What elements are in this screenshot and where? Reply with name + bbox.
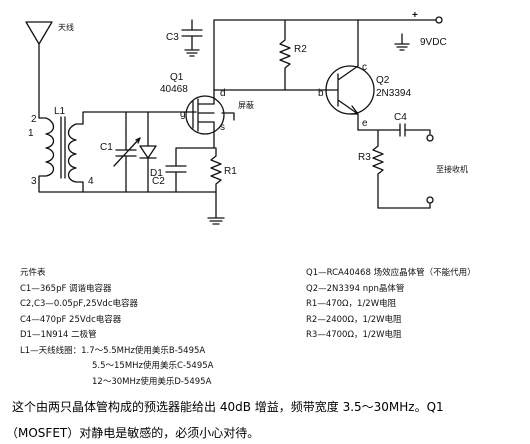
- c1-variable-capacitor: [113, 131, 141, 193]
- d1-label: D1: [150, 168, 163, 179]
- parts-item-d1: D1—1N914 二极管: [20, 330, 97, 340]
- parts-list-right: Q1—RCA40468 场效应晶体管（不能代用） Q2—2N3394 npn晶体…: [306, 266, 476, 344]
- parts-item-c1: C1—365pF 调谐电容器: [20, 283, 112, 294]
- pin3-label: 3: [31, 176, 37, 187]
- collector-label: c: [362, 62, 367, 73]
- drain-label: d: [220, 88, 226, 99]
- parts-item-q1: Q1—RCA40468 场效应晶体管（不能代用）: [306, 268, 476, 278]
- schematic-labels: 天线 C3 R2 + 9VDC Q1 40468 d g s 屏蔽 b c e …: [28, 10, 468, 187]
- q1-label: Q1: [170, 72, 184, 83]
- parts-item-l1-range2: 5.5～15MHz使用美乐C-5495A: [92, 361, 214, 371]
- q1-part-label: 40468: [160, 84, 188, 95]
- parts-title: 元件表: [20, 268, 46, 278]
- parts-item-r3: R3—4700Ω，1/2W电阻: [306, 330, 402, 340]
- gate-label: g: [180, 109, 186, 120]
- base-label: b: [318, 88, 324, 99]
- pin1-label: 1: [28, 128, 34, 139]
- antenna-label: 天线: [58, 22, 74, 32]
- parts-item-c2-c3: C2,C3—0.05pF,25Vdc电容器: [20, 299, 139, 309]
- antenna-symbol: [25, 21, 53, 119]
- q1-mosfet-circle: [185, 95, 225, 135]
- d1-diode: [139, 139, 157, 193]
- parts-list-left: 元件表 C1—365pF 调谐电容器 C2,C3—0.05pF,25Vdc电容器…: [20, 266, 213, 390]
- pin4-label: 4: [88, 176, 94, 187]
- emitter-label: e: [362, 118, 368, 129]
- q2-part-label: 2N3394: [376, 88, 411, 99]
- r3-resistor: [372, 135, 431, 209]
- caption-line-1: 这个由两只晶体管构成的预选器能给出 40dB 增益，频带宽度 3.5～30MHz…: [12, 400, 444, 414]
- shield-label: 屏蔽: [238, 100, 254, 110]
- receiver-label: 至接收机: [436, 164, 468, 174]
- r3-label: R3: [358, 152, 371, 163]
- source-label: s: [220, 122, 225, 133]
- c3-label: C3: [166, 32, 179, 43]
- parts-item-q2: Q2—2N3394 npn晶体管: [306, 283, 405, 294]
- l1-label: L1: [54, 106, 66, 117]
- c3-capacitor: [181, 19, 203, 57]
- pin2-label: 2: [31, 114, 37, 125]
- r2-resistor: [279, 19, 291, 91]
- parts-item-r1: R1—470Ω，1/2W电阻: [306, 299, 397, 309]
- c4-label: C4: [394, 112, 407, 123]
- plus-label: +: [412, 10, 418, 21]
- c2-label: C2: [152, 176, 165, 187]
- r2-label: R2: [294, 44, 307, 55]
- q2-label: Q2: [376, 75, 390, 86]
- caption-line-2: （MOSFET）对静电是敏感的，必须小心对待。: [6, 426, 260, 440]
- parts-item-l1: L1—天线线圈：1.7～5.5MHz使用美乐B-5495A: [20, 345, 206, 356]
- parts-item-c4: C4—470pF 25Vdc电容器: [20, 314, 122, 325]
- l1-secondary-coil: [67, 123, 84, 193]
- l1-primary-coil: [38, 117, 83, 193]
- parts-item-l1-range3: 12～30MHz使用美乐D-5495A: [92, 376, 212, 387]
- l1-core: [60, 116, 66, 179]
- parts-item-r2: R2—2400Ω，1/2W电阻: [306, 314, 402, 325]
- r1-label: R1: [224, 166, 237, 177]
- c1-label: C1: [100, 142, 113, 153]
- supply-label: 9VDC: [420, 37, 447, 48]
